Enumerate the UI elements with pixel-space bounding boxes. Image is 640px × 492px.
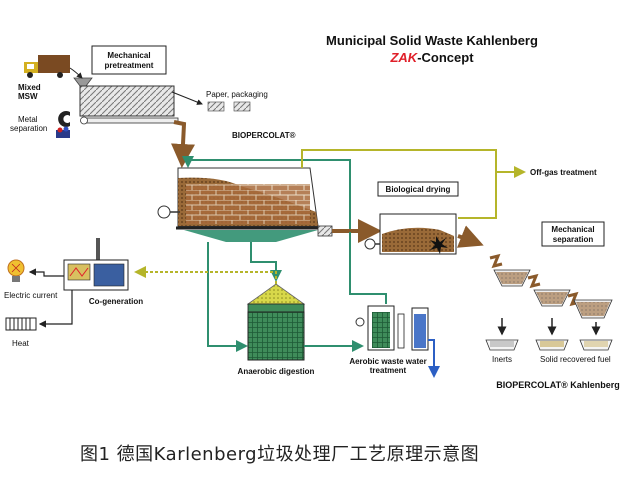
anaerobic-digester — [246, 283, 306, 361]
metal-separation-label: Metal — [18, 115, 38, 124]
screw-press — [317, 225, 333, 237]
waste-transfer-arrow — [171, 120, 195, 168]
off-gas-line-percolator — [301, 149, 497, 172]
percolator-motor-icon — [157, 205, 171, 219]
percolate-to-digestion-line — [250, 242, 282, 282]
off-gas-treatment-label: Off-gas treatment — [530, 168, 597, 177]
magnet-icon — [58, 110, 70, 127]
title-accent: ZAK — [389, 50, 418, 65]
effluent-outlet — [428, 339, 440, 378]
off-gas-line-drying — [458, 166, 526, 219]
aeration-blower-icon — [355, 317, 365, 327]
drying-fan-icon — [364, 238, 376, 250]
paper-packaging-label: Paper, packaging — [206, 90, 268, 99]
percolate-bypass-line — [207, 242, 248, 352]
heat-label: Heat — [12, 339, 30, 348]
aerobic-wwt-label-2: treatment — [370, 366, 407, 375]
mixed-msw-label: Mixed — [18, 83, 41, 92]
percolator-reactor — [176, 167, 320, 242]
radiator-icon — [5, 317, 37, 331]
heat-line — [38, 290, 73, 328]
aerobic-wwt-label: Aerobic waste water — [349, 357, 426, 366]
trommel-drum — [79, 85, 175, 117]
mechanical-separation-label-box — [541, 221, 605, 247]
co-generation-unit — [63, 238, 129, 291]
mechanical-pretreatment-label: Mechanical — [107, 51, 150, 60]
separation-screens — [489, 253, 613, 319]
paper-bale-icon — [207, 101, 225, 112]
biological-drying-label: Biological drying — [386, 185, 451, 194]
figure-caption: 图1 德国Karlenberg垃圾处理厂工艺原理示意图 — [80, 444, 480, 465]
metal-bin-icon — [56, 126, 70, 138]
title-rest: -Concept — [417, 50, 474, 65]
biopercolat-label: BIOPERCOLAT® — [232, 131, 296, 140]
biological-drying-tunnel — [379, 213, 457, 255]
feed-hopper — [73, 77, 93, 87]
heat-star-icon — [430, 236, 448, 254]
metal-separation-label-2: separation — [10, 124, 47, 133]
mechanical-pretreatment-label-2: pretreatment — [105, 61, 154, 70]
biopercolat-kahlenberg-label: BIOPERCOLAT® Kahlenberg — [496, 380, 619, 390]
title-line-2: ZAK-Concept — [389, 50, 474, 65]
co-generation-label: Co-generation — [89, 297, 143, 306]
biogas-line — [134, 266, 277, 284]
electricity-line — [28, 268, 64, 277]
light-bulb-icon — [7, 259, 25, 282]
electric-current-label: Electric current — [4, 291, 58, 300]
mechanical-pretreatment-box — [91, 45, 167, 75]
solid-recovered-fuel-label: Solid recovered fuel — [540, 355, 611, 364]
to-separation-arrow — [456, 225, 484, 248]
mechanical-separation-label-2: separation — [553, 235, 594, 244]
truck-icon — [24, 55, 70, 78]
packaging-bale-icon — [233, 101, 251, 112]
biological-drying-label-box — [377, 181, 459, 197]
inerts-label: Inerts — [492, 355, 512, 364]
product-trays — [485, 339, 613, 351]
recycle-water-line — [349, 232, 387, 304]
mixed-msw-label-2: MSW — [18, 92, 38, 101]
mechanical-separation-label: Mechanical — [551, 225, 594, 234]
pretreatment-conveyor — [81, 117, 179, 124]
percolate-recirculation-line — [182, 156, 351, 232]
aerobic-wwt-tanks — [367, 305, 429, 351]
anaerobic-digestion-label: Anaerobic digestion — [238, 367, 315, 376]
title-line-1: Municipal Solid Waste Kahlenberg — [326, 33, 538, 48]
